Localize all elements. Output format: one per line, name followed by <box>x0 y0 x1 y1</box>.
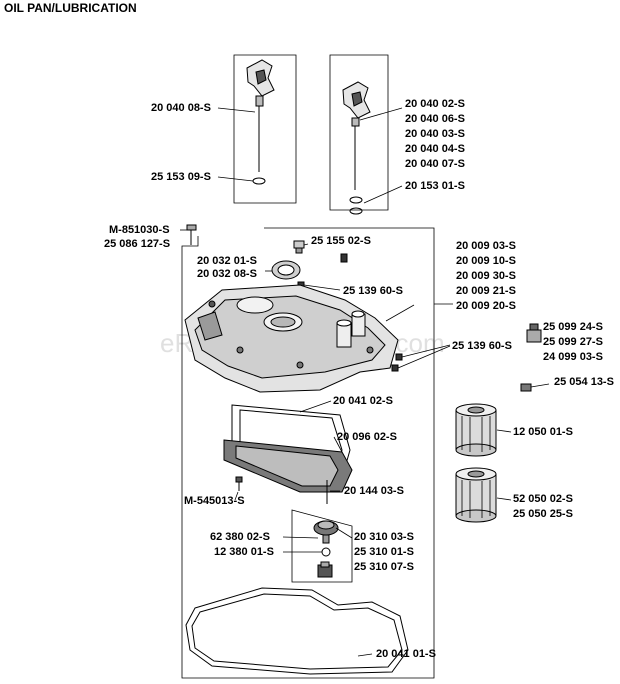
part-label-pump-1: 20 310 03-S <box>354 531 414 543</box>
part-label-seal-1: 20 032 01-S <box>197 255 257 267</box>
part-label-seal-2: 20 032 08-S <box>197 268 257 280</box>
leader <box>217 176 254 182</box>
pump-gear[interactable] <box>313 520 339 544</box>
leader <box>496 429 512 433</box>
leader <box>282 536 319 539</box>
plug-side-1[interactable] <box>395 353 403 361</box>
part-label-sensor-2: 25 099 27-S <box>543 336 603 348</box>
left-oring[interactable] <box>252 177 266 185</box>
part-label-plate: 20 096 02-S <box>337 431 397 443</box>
leader <box>363 185 403 204</box>
part-label-gasket-plate: 20 041 02-S <box>333 395 393 407</box>
part-label-pump-3: 25 310 07-S <box>354 561 414 573</box>
leader <box>496 497 512 501</box>
part-label-dipstick-r5: 20 040 07-S <box>405 158 465 170</box>
main-assembly-frame <box>181 227 435 679</box>
leader <box>217 107 256 113</box>
part-label-screw-2: 25 086 127-S <box>104 238 170 250</box>
part-label-gasket-pan: 20 041 01-S <box>376 648 436 660</box>
leader <box>357 653 373 657</box>
part-label-gear-1: 62 380 02-S <box>210 531 270 543</box>
oil-sensor[interactable] <box>526 323 542 343</box>
part-label-screw-1: M-851030-S <box>109 224 170 236</box>
leader <box>335 527 353 539</box>
part-label-dipstick-left: 20 040 08-S <box>151 102 211 114</box>
part-label-pan-4: 20 009 21-S <box>456 285 516 297</box>
screw-top[interactable] <box>186 224 197 245</box>
part-label-oring-left: 25 153 09-S <box>151 171 211 183</box>
part-label-oring-right: 20 153 01-S <box>405 180 465 192</box>
leader <box>385 304 415 322</box>
pump-frame <box>291 509 353 583</box>
part-label-dipstick-r1: 20 040 02-S <box>405 98 465 110</box>
leader <box>359 107 403 121</box>
left-dipstick[interactable] <box>246 59 275 172</box>
part-label-screw-3: M-545013-S <box>184 495 245 507</box>
plug-upper[interactable] <box>340 253 348 263</box>
plug-side-2[interactable] <box>391 364 399 372</box>
part-label-pan-2: 20 009 10-S <box>456 255 516 267</box>
part-label-plug-139-lower: 25 139 60-S <box>452 340 512 352</box>
leader <box>299 400 332 413</box>
part-label-sensor-1: 25 099 24-S <box>543 321 603 333</box>
seal[interactable] <box>271 260 301 280</box>
part-label-fitting: 25 054 13-S <box>554 376 614 388</box>
part-label-pan-3: 20 009 30-S <box>456 270 516 282</box>
leader <box>397 345 451 369</box>
leader <box>401 344 451 358</box>
part-label-plug-top: 25 155 02-S <box>311 235 371 247</box>
part-label-dipstick-r2: 20 040 06-S <box>405 113 465 125</box>
right-oring-2[interactable] <box>349 207 363 215</box>
part-label-dipstick-r3: 20 040 03-S <box>405 128 465 140</box>
part-label-sensor-3: 24 099 03-S <box>543 351 603 363</box>
leader <box>303 243 309 246</box>
part-label-gear-2: 12 380 01-S <box>214 546 274 558</box>
part-label-dipstick-r4: 20 040 04-S <box>405 143 465 155</box>
part-label-pin: 20 144 03-S <box>344 485 404 497</box>
pump-body[interactable] <box>317 561 333 578</box>
screw-small[interactable] <box>235 476 243 491</box>
leader <box>303 284 341 291</box>
plug-top[interactable] <box>293 240 305 254</box>
oil-filter-1[interactable] <box>455 403 497 457</box>
part-label-pump-2: 25 310 01-S <box>354 546 414 558</box>
oil-pan[interactable] <box>184 284 399 393</box>
part-label-filter-1: 12 050 01-S <box>513 426 573 438</box>
right-dipstick-frame <box>329 54 389 211</box>
part-label-filter-2b: 25 050 25-S <box>513 508 573 520</box>
leader <box>234 491 239 501</box>
right-oring-1[interactable] <box>349 196 363 204</box>
part-label-filter-2a: 52 050 02-S <box>513 493 573 505</box>
diagram-title: OIL PAN/LUBRICATION <box>4 1 137 15</box>
part-label-plug-139-upper: 25 139 60-S <box>343 285 403 297</box>
washer[interactable] <box>321 547 331 557</box>
fitting[interactable] <box>520 383 532 392</box>
pan-gasket[interactable] <box>185 587 409 675</box>
part-label-pan-5: 20 009 20-S <box>456 300 516 312</box>
leader <box>530 383 550 388</box>
oil-filter-2[interactable] <box>455 467 497 523</box>
leader <box>333 436 343 453</box>
part-label-pan-1: 20 009 03-S <box>456 240 516 252</box>
left-dipstick-frame <box>233 54 297 204</box>
right-dipstick[interactable] <box>342 81 371 190</box>
baffle-plate[interactable] <box>223 439 353 493</box>
